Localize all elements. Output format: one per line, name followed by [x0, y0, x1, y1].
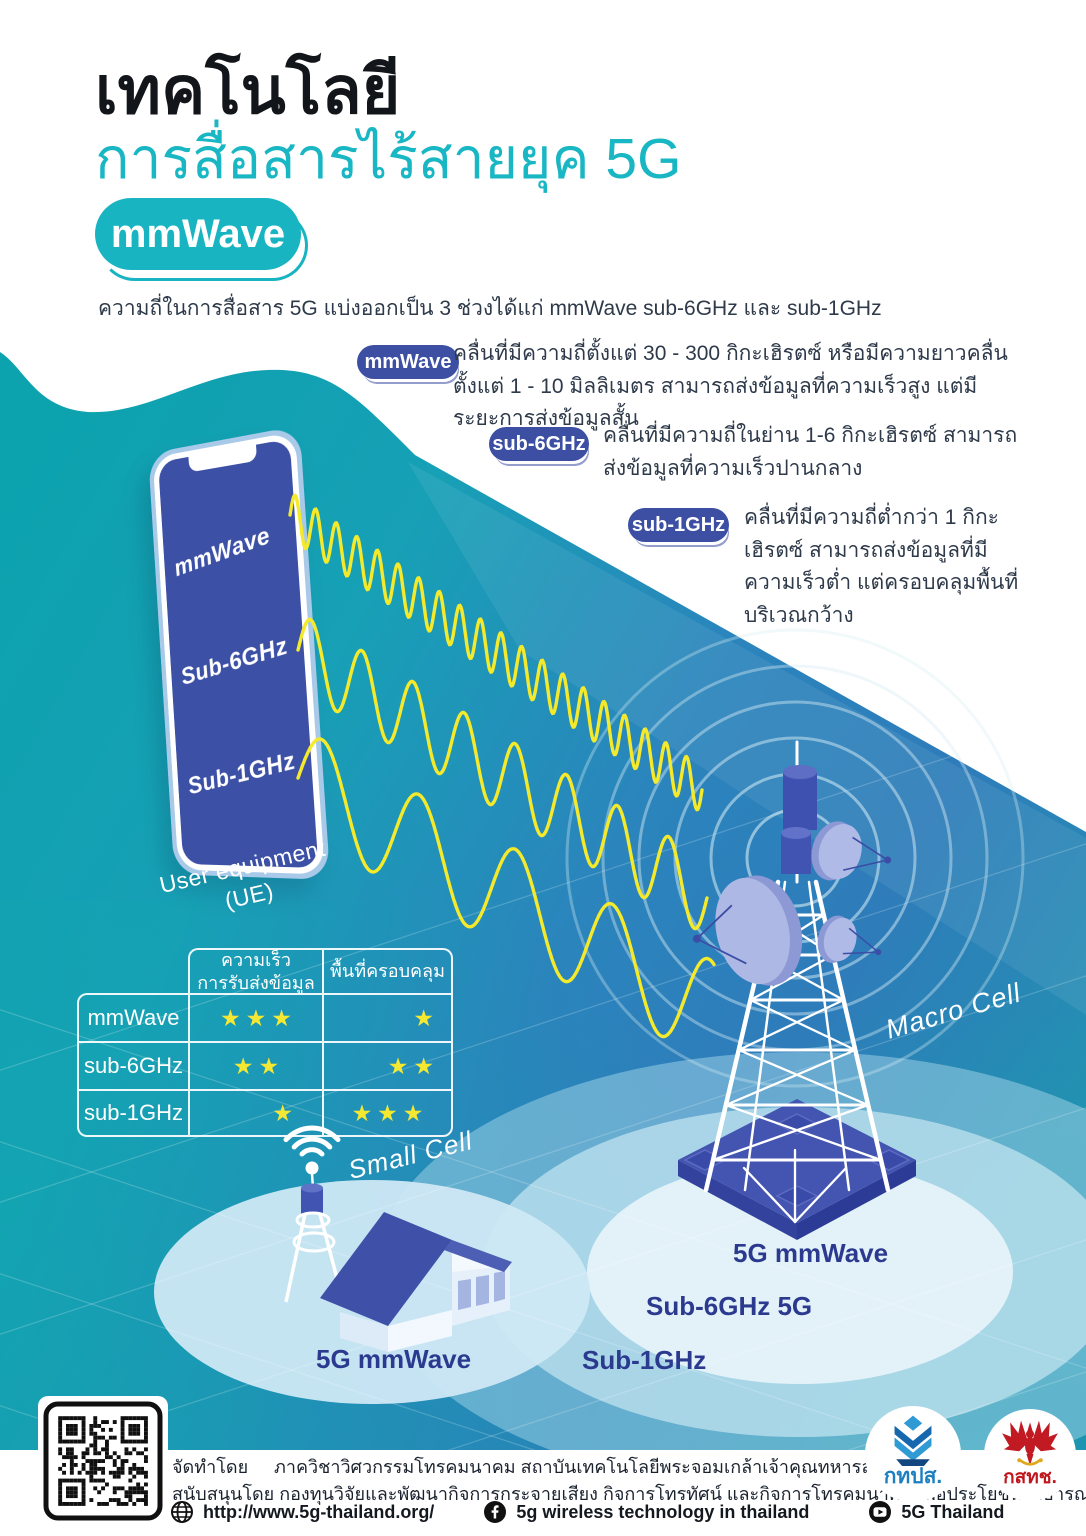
band-desc-sub1ghz: คลื่นที่มีความถี่ต่ำกว่า 1 กิกะเฮิรตซ์ ส… — [744, 502, 1039, 632]
phone-bezel: mmWave Sub-6GHz Sub-1GHz — [153, 431, 325, 874]
star-rating: ★★ — [188, 1041, 322, 1089]
coverage-label-sub1ghz: Sub-1GHz — [582, 1345, 706, 1376]
comparison-table: ความเร็วการรับส่งข้อมูล พื้นที่ครอบคลุม … — [77, 948, 453, 1137]
facebook-page-name[interactable]: 5g wireless technology in thailand — [516, 1502, 809, 1523]
house — [320, 1212, 512, 1352]
band-pill-sub1ghz: sub-1GHz — [628, 508, 729, 542]
coverage-label-sub6ghz: Sub-6GHz 5G — [646, 1291, 812, 1322]
star-rating: ★ — [322, 993, 453, 1041]
star-rating: ★ — [188, 1089, 322, 1137]
macro-tower — [706, 742, 888, 1222]
globe-icon — [170, 1500, 194, 1524]
table-header-coverage: พื้นที่ครอบคลุม — [322, 948, 453, 993]
btfp-logo: กทปส. — [865, 1406, 961, 1502]
table-row-label: mmWave — [77, 993, 188, 1041]
screen-label-sub1ghz: Sub-1GHz — [185, 744, 311, 801]
youtube-icon[interactable] — [868, 1500, 892, 1524]
band-pill-mmwave: mmWave — [357, 345, 459, 379]
qr-code — [38, 1396, 168, 1526]
screen-label-mmwave: mmWave — [171, 514, 296, 583]
intro-text: ความถี่ในการสื่อสาร 5G แบ่งออกเป็น 3 ช่ว… — [98, 292, 958, 325]
nbtc-logo: กสทช. — [984, 1409, 1076, 1501]
table-row-label: sub-6GHz — [77, 1041, 188, 1089]
table-corner-empty — [77, 948, 188, 993]
tower-platform — [678, 1099, 916, 1240]
phone-notch — [188, 445, 257, 473]
table-header-speed: ความเร็วการรับส่งข้อมูล — [188, 948, 322, 993]
screen-label-sub6ghz: Sub-6GHz — [178, 628, 303, 691]
band-pill-sub6ghz: sub-6GHz — [489, 427, 589, 461]
tower-antennas — [681, 765, 897, 1002]
satellite-dish-large — [681, 867, 813, 1002]
smartphone: mmWave Sub-6GHz Sub-1GHz — [148, 425, 330, 879]
credit-produced-by: จัดทำโดยภาควิชาวิศวกรรมโทรคมนาคม สถาบันเ… — [172, 1452, 945, 1481]
mmwave-badge: mmWave — [95, 198, 301, 270]
page-subtitle: การสื่อสารไร้สายยุค 5G — [95, 114, 681, 204]
satellite-dish-upper-right — [805, 816, 898, 896]
footer-links: http://www.5g-thailand.org/ 5g wireless … — [170, 1500, 1004, 1524]
macro-cell-label: Macro Cell — [882, 977, 1024, 1045]
coverage-label-mmwave: 5G mmWave — [733, 1238, 888, 1269]
star-rating: ★★★ — [322, 1089, 453, 1137]
band-desc-sub6ghz: คลื่นที่มีความถี่ในย่าน 1-6 กิกะเฮิรตซ์ … — [603, 420, 1018, 485]
table-row-label: sub-1GHz — [77, 1089, 188, 1137]
btfp-emblem-icon — [885, 1414, 941, 1466]
small-cell-area-label: 5G mmWave — [316, 1344, 471, 1375]
small-cell-antenna — [286, 1128, 338, 1302]
coverage-ellipses — [375, 1052, 1086, 1492]
star-rating: ★★ — [322, 1041, 453, 1089]
satellite-dish-lower-right — [813, 912, 888, 974]
phone-screen: mmWave Sub-6GHz Sub-1GHz — [158, 439, 318, 868]
youtube-channel-name[interactable]: 5G Thailand — [901, 1502, 1004, 1523]
star-rating: ★★★ — [188, 993, 322, 1041]
website-url[interactable]: http://www.5g-thailand.org/ — [203, 1502, 434, 1523]
facebook-icon[interactable] — [483, 1500, 507, 1524]
